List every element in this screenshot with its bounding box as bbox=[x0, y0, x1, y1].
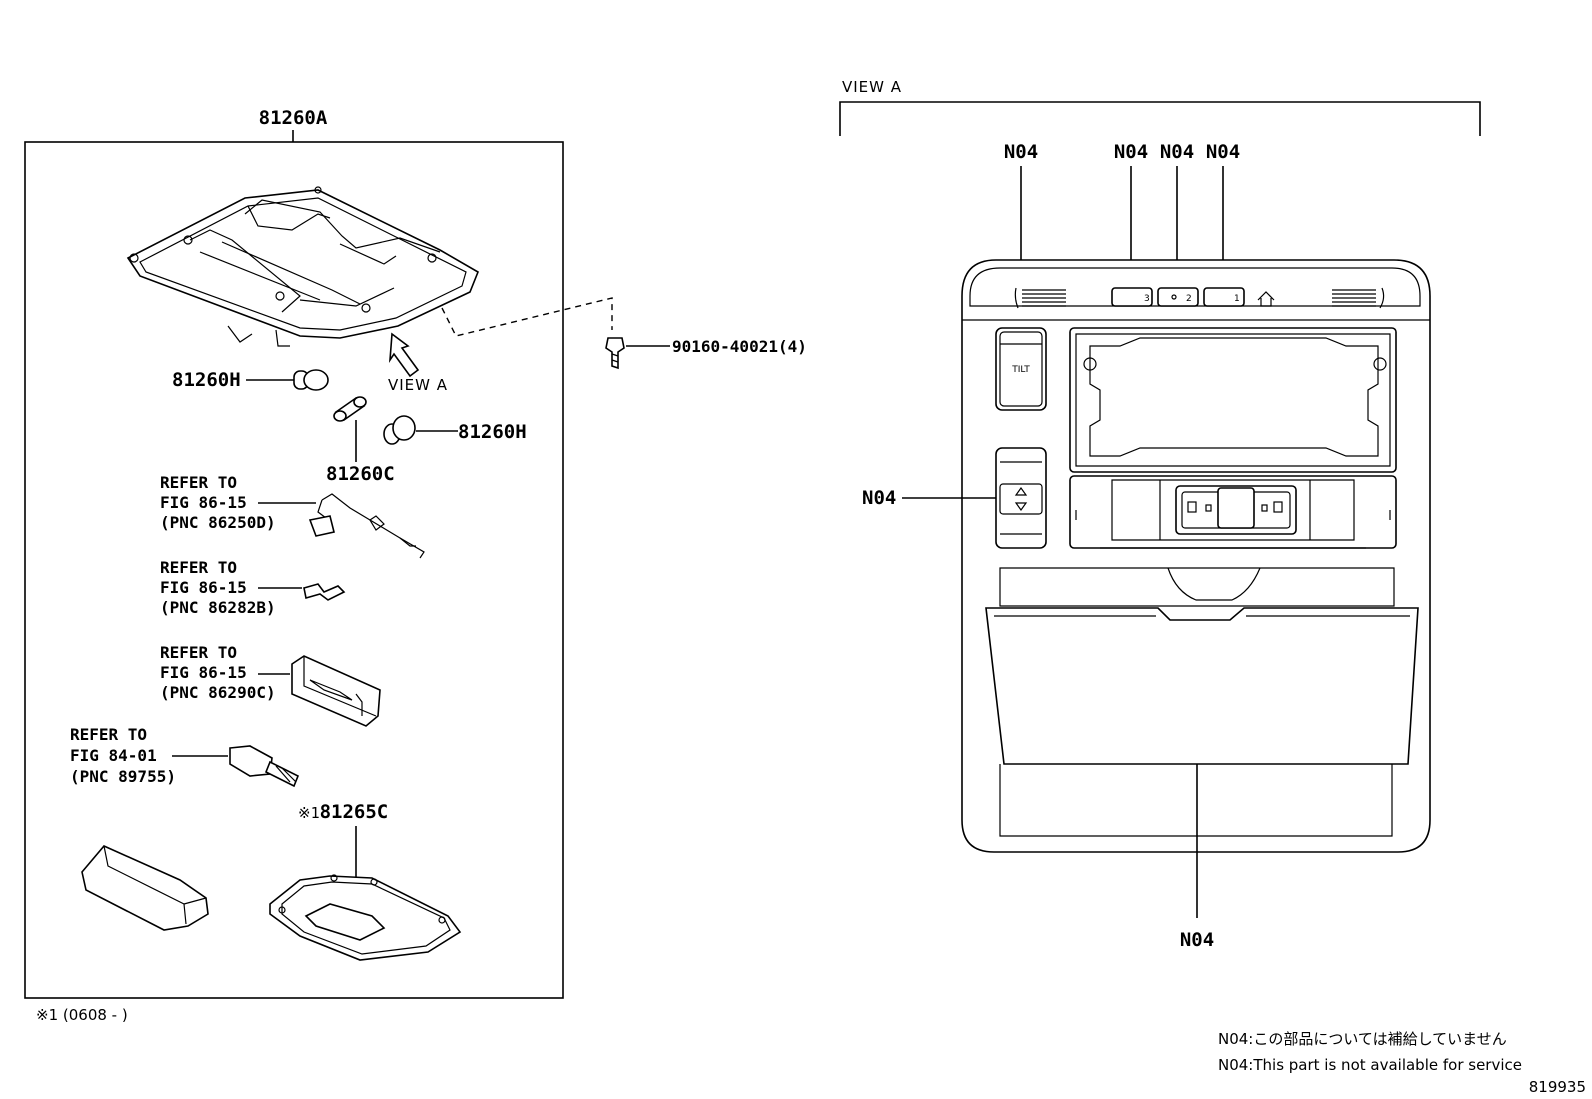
tilt-label: TILT bbox=[1011, 365, 1030, 375]
footnote: ※1 (0608 - ) bbox=[36, 1006, 128, 1024]
ref3-line1: REFER TO bbox=[160, 643, 237, 662]
vent-right bbox=[1332, 287, 1385, 309]
note-en: N04:This part is not available for servi… bbox=[1218, 1056, 1522, 1074]
vent-left bbox=[1014, 287, 1066, 309]
ref4-line3: (PNC 89755) bbox=[70, 767, 176, 786]
tilt-switch: TILT bbox=[995, 327, 1047, 411]
reference-89755: REFER TO FIG 84-01 (PNC 89755) bbox=[70, 725, 300, 788]
ref2-line2: FIG 86-15 bbox=[160, 578, 247, 597]
sunglass-holder bbox=[985, 567, 1419, 837]
lens-cover-drawing bbox=[81, 845, 209, 931]
callout-n04-btn1: N04 bbox=[1206, 141, 1240, 163]
callout-n04-btn3: N04 bbox=[1114, 141, 1148, 163]
callout-n04-tilt: N04 bbox=[1004, 141, 1038, 163]
bulb-center-label: 81260C bbox=[326, 463, 395, 485]
assembly-frame bbox=[24, 141, 564, 999]
notes: N04:この部品については補給していません N04:This part is n… bbox=[1218, 1030, 1586, 1096]
ref1-line2: FIG 86-15 bbox=[160, 493, 247, 512]
reference-86290c: REFER TO FIG 86-15 (PNC 86290C) bbox=[160, 643, 381, 727]
updown-switch bbox=[995, 447, 1047, 549]
lens-81265c: ※181265C bbox=[269, 801, 462, 961]
screw-part-label: 90160-40021(4) bbox=[672, 337, 807, 356]
home-icon bbox=[1257, 291, 1275, 307]
ref2-line3: (PNC 86282B) bbox=[160, 598, 276, 617]
view-a-section: VIEW A bbox=[839, 78, 1481, 136]
lens-part-label: ※181265C bbox=[298, 801, 388, 823]
reference-86282b: REFER TO FIG 86-15 (PNC 86282B) bbox=[160, 558, 346, 617]
ref3-line3: (PNC 86290C) bbox=[160, 683, 276, 702]
ref1-line1: REFER TO bbox=[160, 473, 237, 492]
view-a-arrow: VIEW A bbox=[388, 332, 448, 394]
view-arrow-label: VIEW A bbox=[388, 376, 448, 394]
console-view-a-drawing: 3 2 1 TILT N04 bbox=[862, 259, 1431, 951]
callout-n04-updown: N04 bbox=[862, 487, 896, 509]
ref3-line2: FIG 86-15 bbox=[160, 663, 247, 682]
ref4-line2: FIG 84-01 bbox=[70, 746, 157, 765]
svg-text:2: 2 bbox=[1186, 294, 1192, 304]
bulb-81260h-right: 81260H bbox=[383, 415, 527, 445]
button-1: 1 bbox=[1203, 287, 1245, 307]
figure-number: 819935 bbox=[1529, 1078, 1586, 1096]
button-3: 3 bbox=[1111, 287, 1153, 307]
view-a-title: VIEW A bbox=[842, 78, 902, 96]
ref4-line1: REFER TO bbox=[70, 725, 147, 744]
screw-90160: 90160-40021(4) bbox=[441, 297, 807, 370]
ref1-line3: (PNC 86250D) bbox=[160, 513, 276, 532]
svg-text:3: 3 bbox=[1144, 294, 1150, 304]
bulb-81260c: 81260C bbox=[326, 396, 395, 485]
center-switch-panel bbox=[1069, 475, 1397, 549]
bulb-right-label: 81260H bbox=[458, 421, 527, 443]
assembly-81260a: 81260A bbox=[24, 107, 564, 999]
assembly-label: 81260A bbox=[259, 107, 328, 129]
bulb-81260h-left: 81260H bbox=[172, 369, 329, 391]
bulb-left-label: 81260H bbox=[172, 369, 241, 391]
console-housing-drawing bbox=[126, 186, 479, 347]
callout-n04-btn2: N04 bbox=[1160, 141, 1194, 163]
map-lamp-lens bbox=[1069, 327, 1397, 473]
svg-text:1: 1 bbox=[1234, 294, 1240, 304]
note-jp: N04:この部品については補給していません bbox=[1218, 1030, 1507, 1048]
button-2: 2 bbox=[1157, 287, 1199, 307]
callout-n04-holder: N04 bbox=[1180, 929, 1214, 951]
reference-86250d: REFER TO FIG 86-15 (PNC 86250D) bbox=[160, 473, 425, 559]
ref2-line1: REFER TO bbox=[160, 558, 237, 577]
